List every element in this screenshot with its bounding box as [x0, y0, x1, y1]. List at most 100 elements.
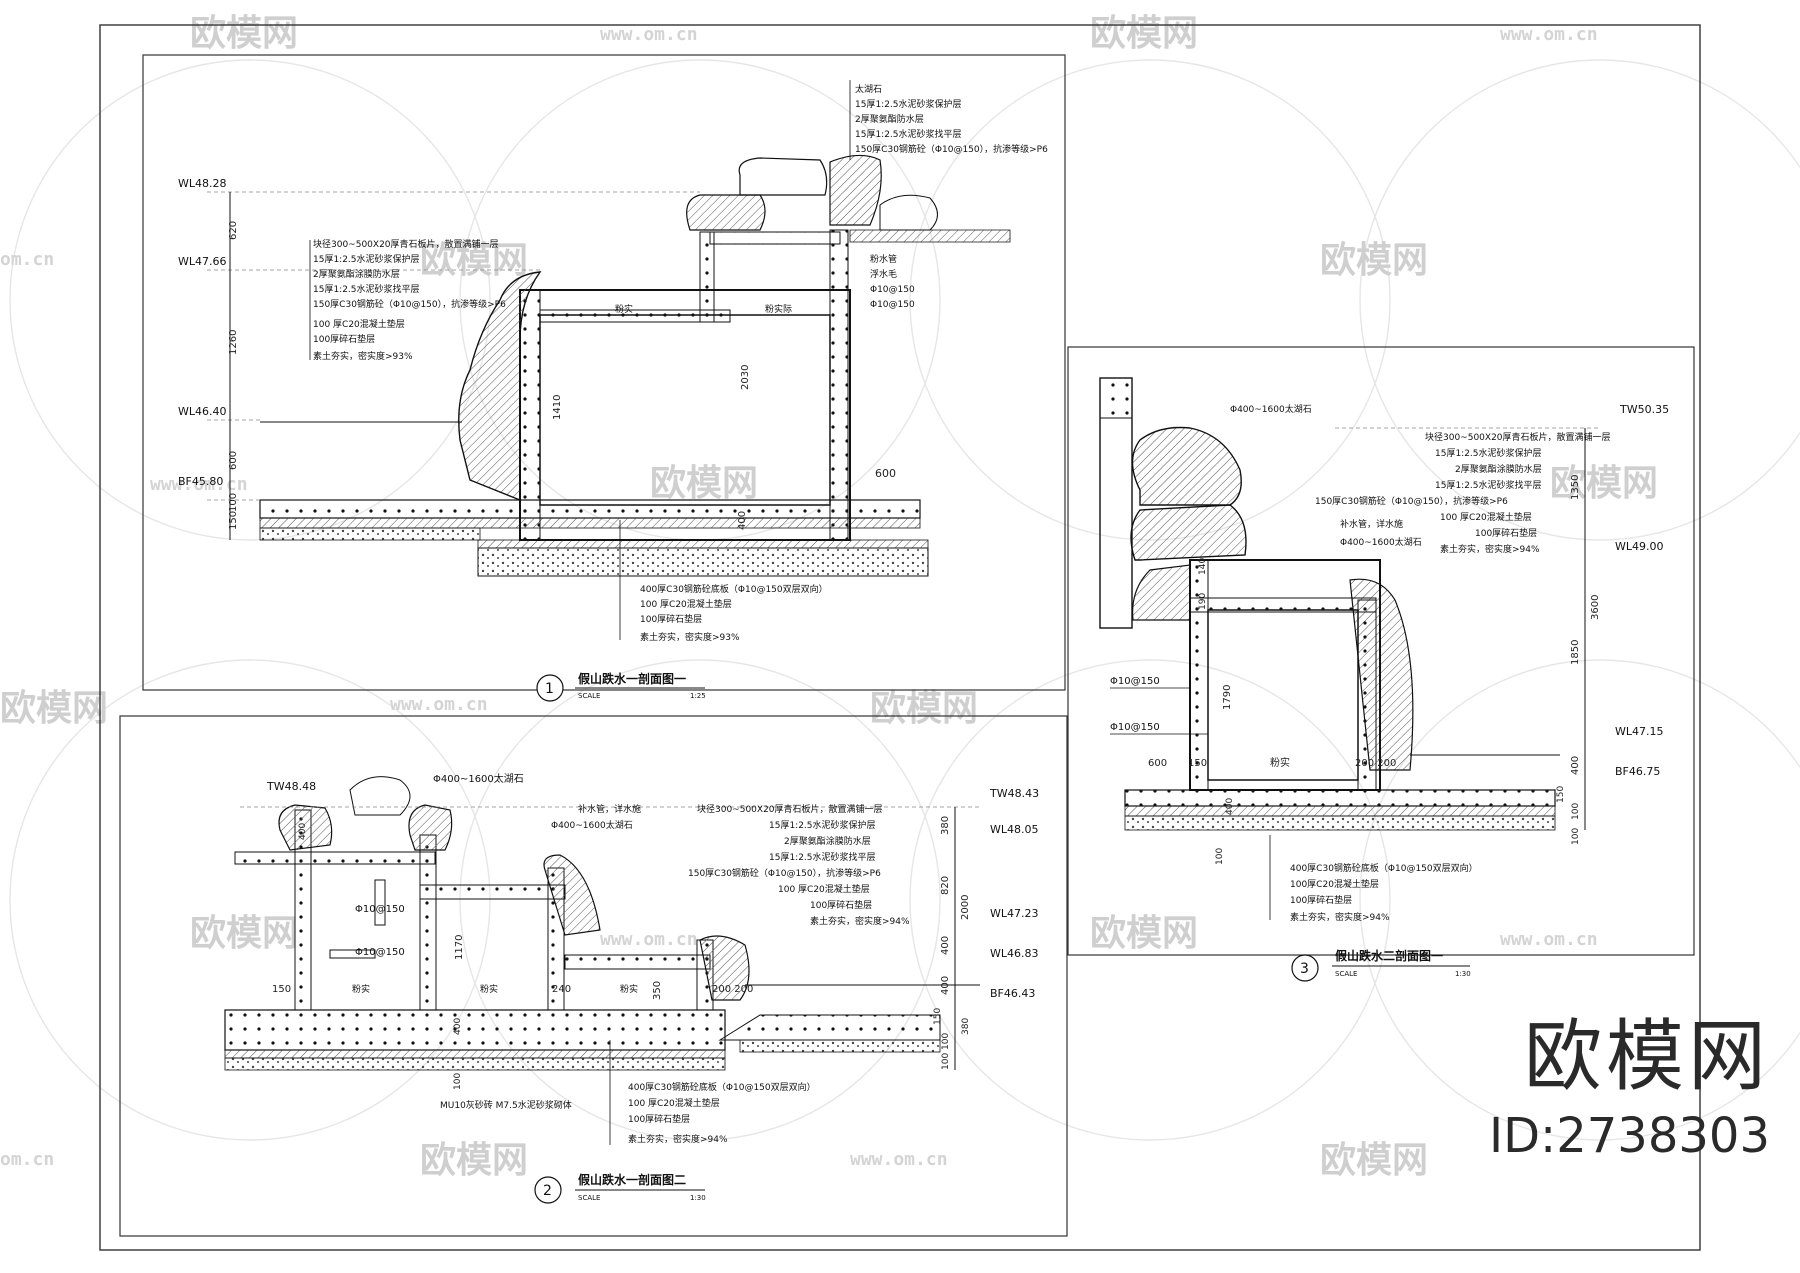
dim-label: 820	[940, 876, 951, 895]
drawing-3-frame	[1067, 346, 1695, 956]
note: 2厚聚氨酯涂膜防水层	[313, 268, 400, 280]
base-slab	[259, 499, 921, 519]
watermark-url: om.cn	[0, 249, 54, 270]
elevation-label: WL47.15	[1615, 725, 1664, 738]
dim-label: 400	[940, 976, 951, 995]
bottom-notes: 400厚C30钢筋砼底板（Φ10@150双层双向） 100厚C20混凝土垫层 1…	[1269, 835, 1478, 923]
wall-note: MU10灰砂砖 M7.5水泥砂浆砌体	[440, 1099, 572, 1111]
watermark-brand: 欧模网	[1320, 240, 1428, 281]
dim-label: 400	[940, 936, 951, 955]
note: 100 厚C20混凝土垫层	[313, 318, 405, 330]
dim-label: 100	[941, 1053, 951, 1070]
pipe-label: 补水管，详水施	[1340, 518, 1403, 530]
watermark-brand: 欧模网	[870, 688, 978, 729]
ground-line-right	[849, 229, 1011, 243]
dim-label: 2000	[960, 895, 971, 920]
note: 400厚C30钢筋砼底板（Φ10@150双层双向）	[1290, 862, 1478, 874]
pool-wall-right	[829, 229, 849, 541]
drawing-title: 假山跌水一剖面图一	[578, 671, 686, 686]
watermark-url: www.om.cn	[390, 694, 488, 715]
note: 100厚碎石垫层	[1290, 894, 1352, 906]
note: 素土夯实，密实度>94%	[810, 915, 910, 927]
rock-top	[738, 157, 828, 196]
foundation-gravel	[477, 547, 929, 577]
elevation-label: WL49.00	[1615, 540, 1664, 553]
rebar-label: Φ10@150	[1110, 676, 1160, 687]
elevation-label: TW48.48	[266, 780, 316, 793]
fill-label: 粉实	[1270, 756, 1290, 769]
note: 150厚C30钢筋砼（Φ10@150），抗渗等级>P6	[688, 867, 881, 879]
base-slab	[1124, 789, 1556, 807]
rock-outline	[349, 776, 411, 816]
rebar-label: Φ10@150	[355, 947, 405, 958]
top-notes: 太湖石 15厚1:2.5水泥砂浆保护层 2厚聚氨酯防水层 15厚1:2.5水泥砂…	[849, 80, 1048, 160]
dim-label: 600	[1148, 758, 1167, 769]
note: 15厚1:2.5水泥砂浆保护层	[769, 819, 876, 831]
note: 100厚碎石垫层	[640, 613, 702, 625]
watermark-brand: 欧模网	[190, 913, 298, 954]
drawing-1-frame	[142, 54, 1066, 691]
sheet-border	[99, 24, 1701, 1251]
note: 粉实	[615, 303, 633, 315]
dim-label: 1410	[552, 395, 563, 420]
note: 150厚C30钢筋砼（Φ10@150），抗渗等级>P6	[313, 298, 506, 310]
note: 粉实际	[765, 303, 792, 315]
dim-label: 600	[228, 451, 239, 470]
rock-small	[879, 194, 938, 231]
note: 150厚C30钢筋砼（Φ10@150），抗渗等级>P6	[855, 143, 1048, 155]
elevation-label: WL46.40	[178, 405, 227, 418]
watermark-url: www.om.cn	[600, 929, 698, 950]
dim-label: 200 200	[712, 984, 753, 995]
gravel-cushion	[224, 1057, 726, 1071]
rock-label: Φ400~1600太湖石	[551, 819, 633, 831]
bottom-notes: 400厚C30钢筋砼底板（Φ10@150双层双向） 100 厚C20混凝土垫层 …	[609, 1040, 816, 1145]
note: 100厚碎石垫层	[810, 899, 872, 911]
note: 浮水毛	[870, 268, 897, 280]
dim-label: 620	[228, 221, 239, 240]
drawing-title: 假山跌水一剖面图二	[578, 1172, 686, 1187]
note: 15厚1:2.5水泥砂浆保护层	[313, 253, 420, 265]
scale-value: 1:25	[690, 692, 706, 700]
drawing-1: WL48.28 WL47.66 WL46.40 BF45.80 620 1260…	[178, 80, 1048, 702]
rock-large-upper	[1131, 426, 1242, 506]
note: 400厚C30钢筋砼底板（Φ10@150双层双向）	[628, 1081, 816, 1093]
rock-c	[543, 854, 601, 936]
pipe-horizontal	[329, 949, 376, 959]
dim-label: 380	[961, 1018, 971, 1035]
rebar-label: Φ10@150	[355, 904, 405, 915]
watermark-brand: 欧模网	[1090, 13, 1198, 54]
model-id: ID:2738303	[1488, 1108, 1770, 1165]
lower-gravel	[739, 1039, 941, 1053]
dim-label: 1350	[1570, 475, 1581, 500]
drawing-3-title-block: 3 假山跌水二剖面图一 SCALE 1:30	[1291, 948, 1471, 982]
drawing-title: 假山跌水二剖面图一	[1335, 948, 1443, 963]
note: 块径300~500X20厚青石板片，散置满铺一层	[1425, 431, 1611, 443]
gravel-cushion	[1124, 815, 1556, 831]
dim-label: 1850	[1570, 640, 1581, 665]
rock-label: Φ400~1600太湖石	[1230, 403, 1312, 415]
watermark-brand: 欧模网	[1090, 913, 1198, 954]
drawing-2-title-block: 2 假山跌水一剖面图二 SCALE 1:30	[534, 1172, 706, 1204]
dim-label: 400	[1570, 756, 1581, 775]
note: 素土夯实，密实度>94%	[628, 1133, 728, 1145]
watermark-brand: 欧模网	[190, 13, 298, 54]
slab-upper	[539, 309, 731, 323]
watermark-url: www.om.cn	[850, 1149, 948, 1170]
rock-a	[278, 804, 333, 851]
dim-label: 150	[272, 984, 291, 995]
left-notes: 块径300~500X20厚青石板片，散置满铺一层 15厚1:2.5水泥砂浆保护层…	[309, 238, 506, 362]
dim-label: 600	[875, 467, 896, 480]
dim-label: 400	[1225, 798, 1235, 815]
drawing-2: TW48.48 TW48.43 WL48.05 WL47.23 WL46.83 …	[224, 772, 1039, 1204]
note: 150厚C30钢筋砼（Φ10@150），抗渗等级>P6	[1315, 495, 1508, 507]
watermark-brand: 欧模网	[650, 463, 758, 504]
brand-block: 欧模网 ID:2738303	[1489, 1018, 1770, 1163]
dim-label: 100	[941, 1033, 951, 1050]
rock-large-mid	[1130, 504, 1247, 561]
slab-top	[234, 851, 436, 865]
drawing-1-title-block: 1 假山跌水一剖面图一 SCALE 1:25	[536, 671, 706, 702]
scale-label: SCALE	[1335, 970, 1357, 978]
note: Φ10@150	[870, 300, 915, 310]
dim-label: 140	[1198, 558, 1208, 575]
